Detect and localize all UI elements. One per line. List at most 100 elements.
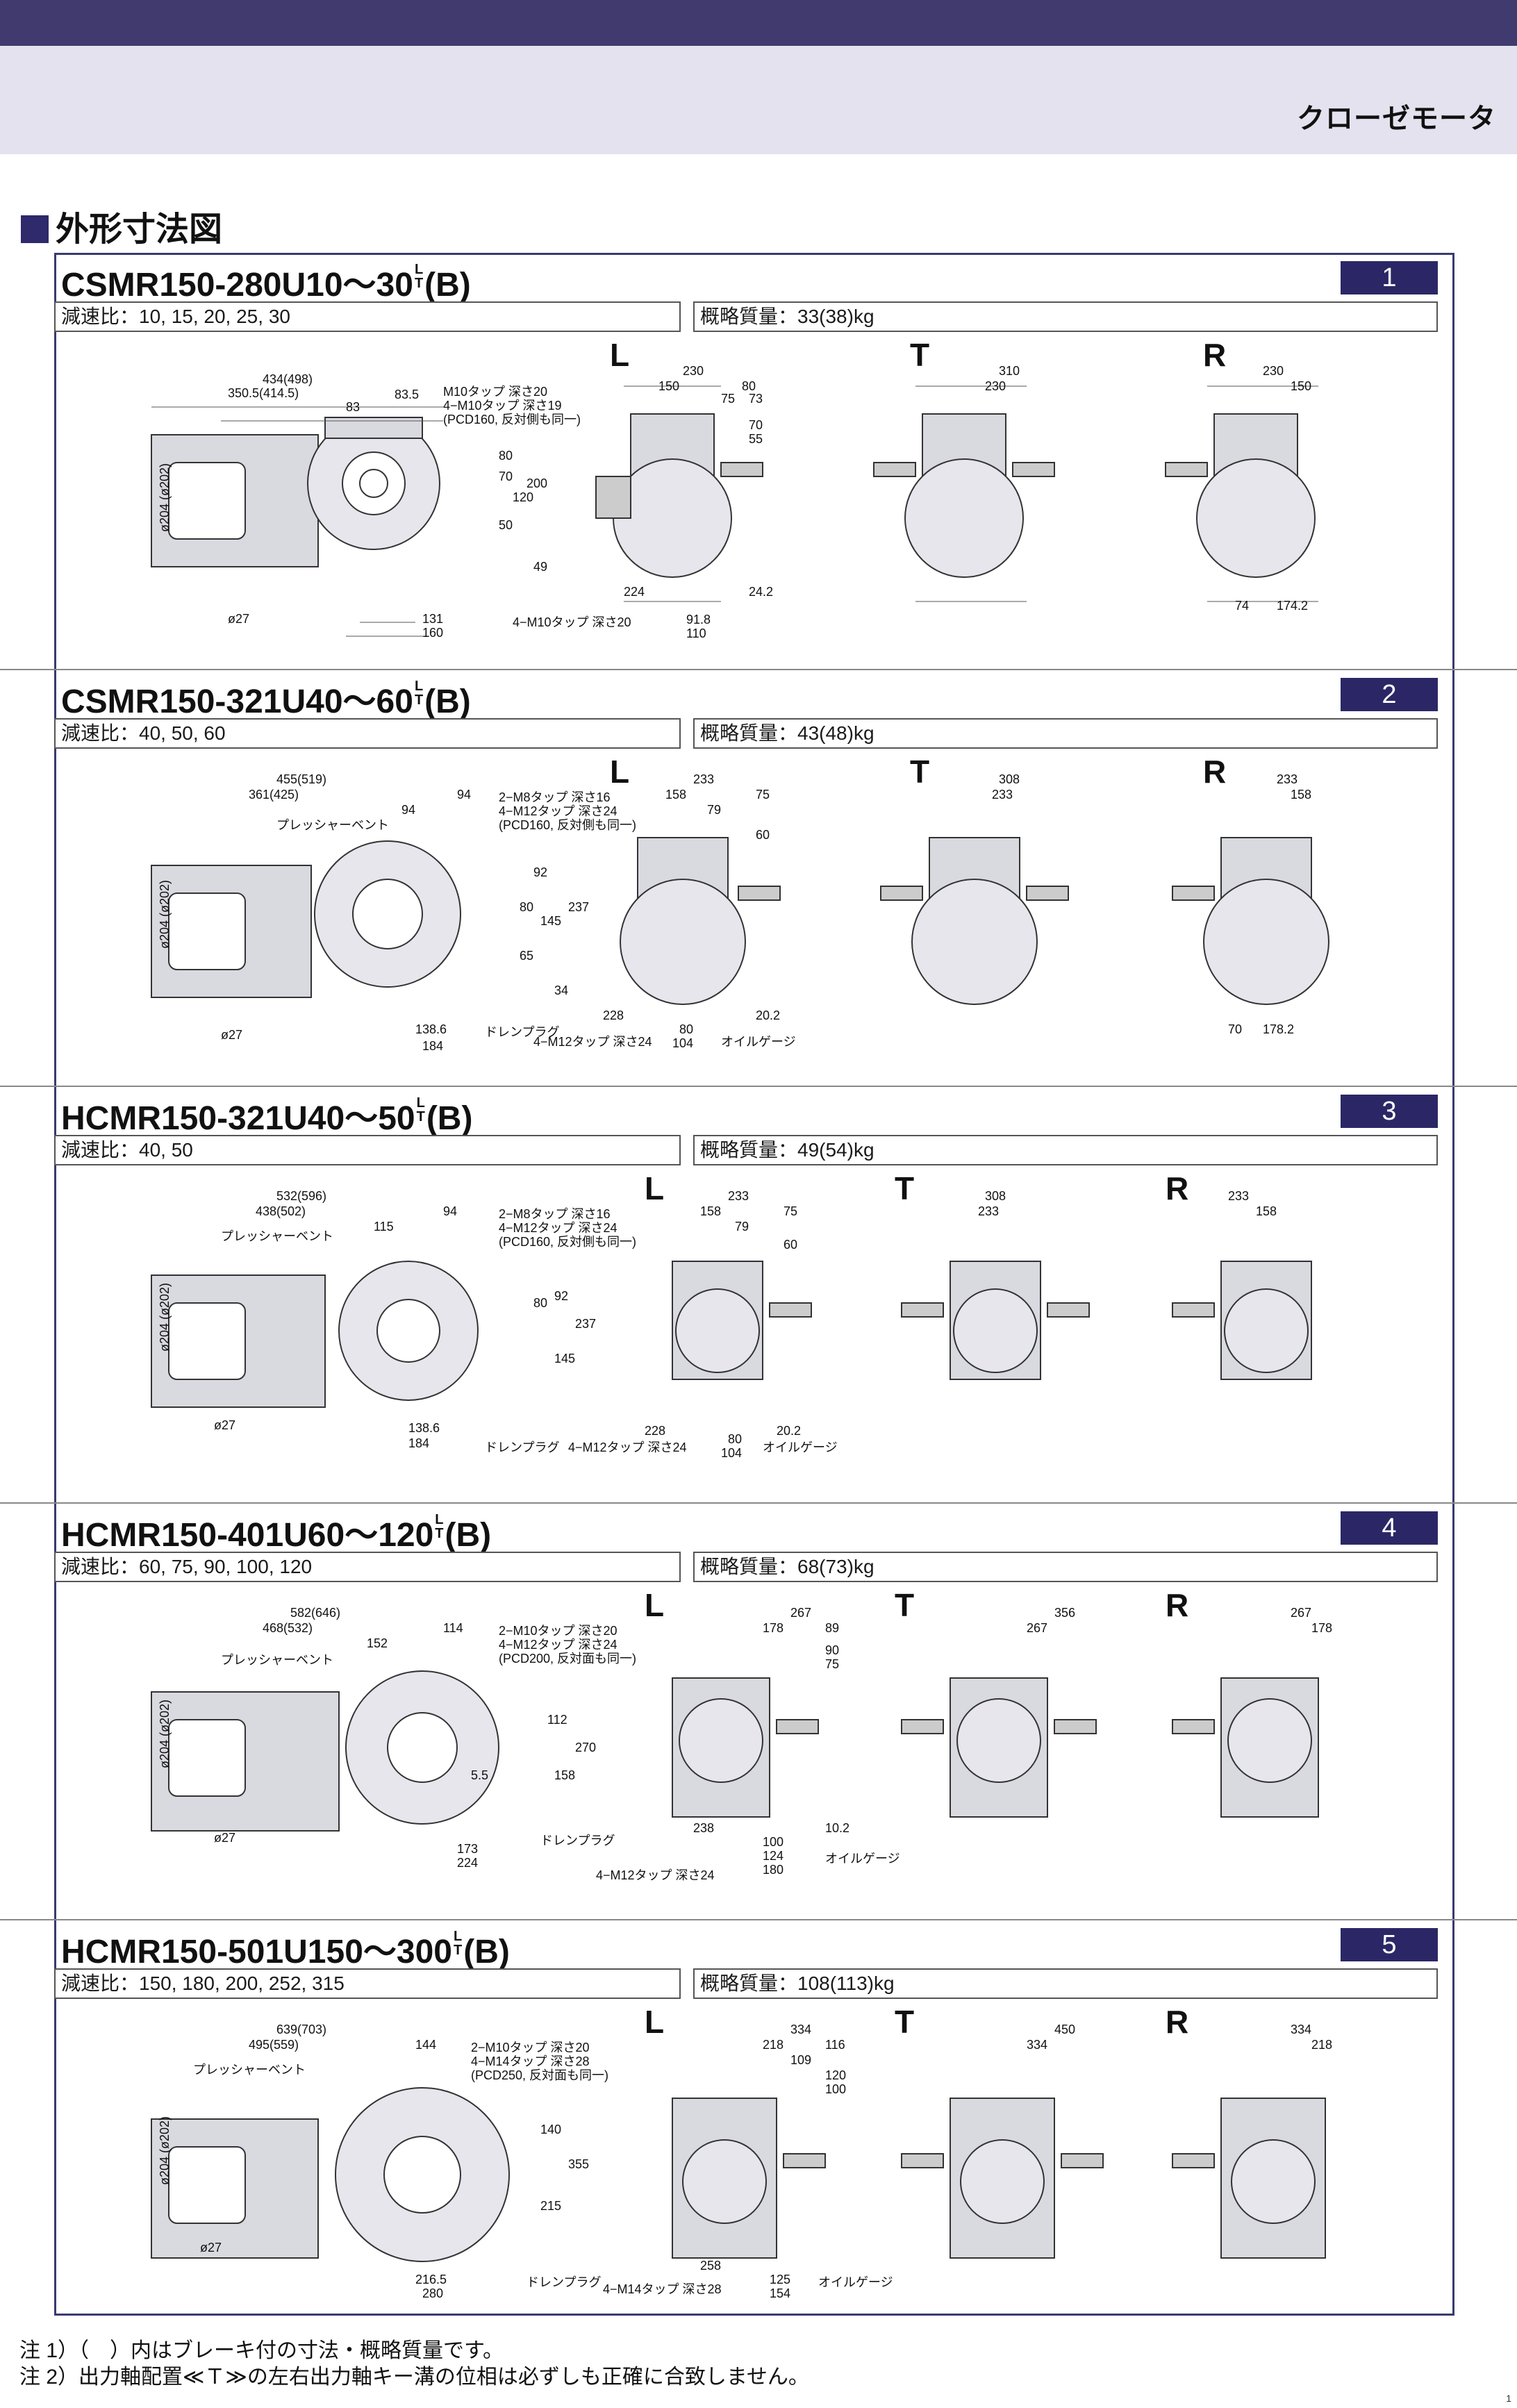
dim-l8: 224 — [624, 585, 645, 599]
dim-r2: 150 — [1291, 379, 1312, 393]
dim-t1: 356 — [1054, 1606, 1076, 1620]
dim-k: 80 — [533, 1296, 548, 1310]
dim-vent: プレッシャーベント — [221, 1653, 333, 1667]
dim-b: 468(532) — [263, 1621, 313, 1635]
dim-g: (PCD250, 反対面も同一) — [471, 2068, 609, 2082]
dim-t1: 308 — [985, 1189, 1006, 1203]
approx-mass: 概略質量：68(73)kg — [693, 1552, 1438, 1582]
dim-e: 2−M8タップ 深さ16 — [499, 790, 611, 804]
view-letter-r: R — [1203, 337, 1227, 373]
dimension-drawing — [151, 837, 1329, 1005]
dim-o: 184 — [408, 1436, 430, 1450]
section-number-badge: 1 — [1341, 261, 1438, 294]
dim-l11: オイルゲージ — [763, 1440, 838, 1454]
dim-n: 131 — [422, 612, 444, 626]
dim-t1: 450 — [1054, 2023, 1076, 2036]
dimension-drawing — [151, 385, 1318, 637]
dim-e: 2−M10タップ 深さ20 — [471, 2041, 590, 2054]
view-letter-l: L — [645, 2004, 665, 2040]
category-title: クローゼモータ — [1297, 103, 1496, 134]
dim-drain: ドレンプラグ — [485, 1025, 560, 1039]
dim-l8: 80 — [728, 1432, 743, 1446]
view-letter-t: T — [910, 337, 930, 373]
dim-a: 455(519) — [276, 772, 327, 786]
dim-vent: プレッシャーベント — [193, 2063, 306, 2077]
dim-l11: 110 — [686, 626, 706, 640]
dim-l2: 178 — [763, 1621, 784, 1635]
dim-l1: 267 — [790, 1606, 812, 1620]
view-letter-t: T — [910, 754, 930, 790]
dim-q: ø204 (ø202) — [158, 1282, 172, 1352]
dim-m: 49 — [533, 560, 548, 574]
dim-t2: 233 — [978, 1204, 1000, 1218]
dim-p: ø27 — [228, 612, 250, 626]
dim-l7: 20.2 — [777, 1424, 802, 1438]
dim-h: 92 — [554, 1289, 569, 1303]
dim-p: ø27 — [214, 1418, 236, 1432]
dim-a: 582(646) — [290, 1606, 341, 1620]
top-bar — [0, 0, 1517, 46]
dimension-drawing — [151, 1261, 1312, 1408]
dim-r1: 230 — [1263, 364, 1284, 378]
dim-b: 361(425) — [249, 788, 299, 802]
dim-i: 270 — [575, 1741, 597, 1754]
section-number-badge: 5 — [1341, 1928, 1438, 1961]
dim-l4: 109 — [790, 2053, 812, 2067]
dim-q: ø204 (ø202) — [158, 879, 172, 949]
dim-vent: プレッシャーベント — [221, 1229, 333, 1243]
dim-l6: 228 — [645, 1424, 666, 1438]
dim-r3: 174.2 — [1277, 599, 1309, 613]
dim-l1: 233 — [728, 1189, 749, 1203]
dim-e: 2−M10タップ 深さ20 — [499, 1624, 617, 1638]
approx-mass: 概略質量：43(48)kg — [693, 718, 1438, 749]
dim-f: 4−M14タップ 深さ28 — [471, 2054, 590, 2068]
dim-c: 115 — [374, 1220, 394, 1234]
dim-p: ø27 — [200, 2241, 222, 2255]
dim-l5: 73 — [749, 392, 763, 406]
dim-g: (PCD160, 反対側も同一) — [499, 1235, 637, 1249]
reduction-ratio: 減速比：40, 50, 60 — [54, 718, 681, 749]
dim-r2: 178 — [1311, 1621, 1333, 1635]
section-separator — [0, 1919, 1517, 1920]
dim-drain: ドレンプラグ — [527, 2275, 602, 2289]
section-separator — [0, 669, 1517, 670]
dim-e: 2−M8タップ 深さ16 — [499, 1207, 611, 1221]
footnotes: 注 1）（ ）内はブレーキ付の寸法・概略質量です。 注 2）出力軸配置≪Ｔ≫の左… — [19, 2338, 809, 2391]
dim-q: ø204 (ø202) — [158, 463, 172, 533]
section-heading-text: 外形寸法図 — [56, 211, 223, 248]
dim-g: (PCD200, 反対面も同一) — [499, 1652, 637, 1666]
dim-f: 4−M12タップ 深さ24 — [499, 1638, 617, 1652]
dim-q: ø204 (ø202) — [158, 2116, 172, 2186]
dim-r1: 233 — [1228, 1189, 1250, 1203]
dim-l4: 79 — [707, 803, 722, 817]
dim-l8: 100 — [763, 1835, 784, 1849]
dim-g: (PCD160, 反対側も同一) — [443, 413, 581, 426]
dim-l7: 20.2 — [756, 1008, 781, 1022]
dim-h: 92 — [533, 865, 548, 879]
dim-l10: 4−M14タップ 深さ28 — [603, 2282, 722, 2296]
dim-t2: 267 — [1027, 1621, 1048, 1635]
dim-drain: ドレンプラグ — [540, 1834, 615, 1847]
footnote-2: 注 2）出力軸配置≪Ｔ≫の左右出力軸キー溝の位相は必ずしも正確に合致しません。 — [19, 2366, 809, 2389]
dim-l2: 150 — [658, 379, 680, 393]
dim-j: 215 — [540, 2199, 562, 2213]
dim-f: 4−M12タップ 深さ24 — [499, 1221, 617, 1235]
footnote-1: 注 1）（ ）内はブレーキ付の寸法・概略質量です。 — [19, 2339, 504, 2362]
dim-m: 34 — [554, 983, 569, 997]
dim-o: 184 — [422, 1039, 444, 1053]
dim-l11: オイルゲージ — [825, 1852, 900, 1866]
dim-l5: 120 — [825, 2068, 847, 2082]
dim-c: 83.5 — [395, 388, 420, 401]
dimension-drawing — [151, 1670, 1319, 1832]
dim-o: 160 — [422, 626, 444, 640]
dim-b: 350.5(414.5) — [228, 386, 299, 400]
dim-l9: 104 — [721, 1446, 743, 1460]
dim-l10: 4−M12タップ 深さ24 — [568, 1440, 687, 1454]
dim-a: 434(498) — [263, 372, 313, 386]
dim-r4: 74 — [1235, 599, 1250, 613]
